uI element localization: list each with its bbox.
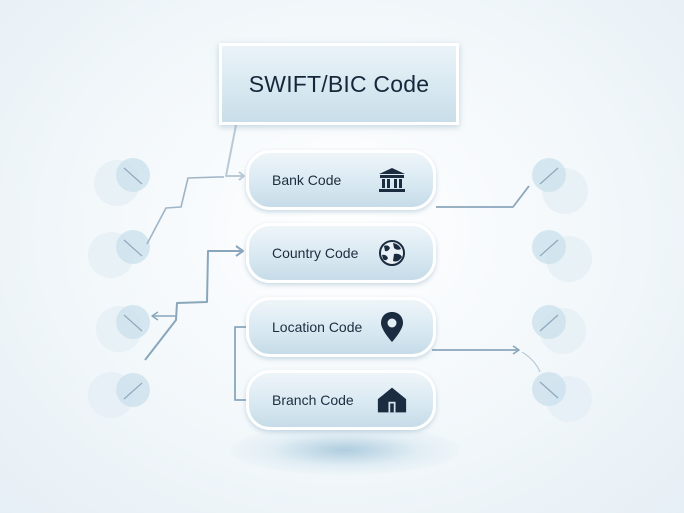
- bubble-node: [116, 373, 150, 407]
- map-pin-icon: [377, 312, 407, 342]
- globe-icon: [377, 238, 407, 268]
- bubble-node: [116, 230, 150, 264]
- diagram-title: SWIFT/BIC Code: [248, 70, 430, 97]
- bank-building-icon: [377, 165, 407, 195]
- bubble-node: [532, 158, 566, 192]
- node-label: Country Code: [272, 245, 359, 261]
- floor-shadow: [230, 425, 460, 475]
- node-label: Branch Code: [272, 392, 354, 408]
- node-bank-code: Bank Code: [246, 150, 436, 210]
- bubble-node: [532, 305, 566, 339]
- bubble-node: [116, 305, 150, 339]
- bubble-node: [532, 372, 566, 406]
- bubble-node: [532, 230, 566, 264]
- node-location-code: Location Code: [246, 297, 436, 357]
- bubble-node: [116, 158, 150, 192]
- node-label: Location Code: [272, 319, 363, 335]
- node-label: Bank Code: [272, 172, 342, 188]
- node-branch-code: Branch Code: [246, 370, 436, 430]
- node-country-code: Country Code: [246, 223, 436, 283]
- house-icon: [377, 385, 407, 415]
- swift-bic-title-box: SWIFT/BIC Code: [219, 43, 459, 125]
